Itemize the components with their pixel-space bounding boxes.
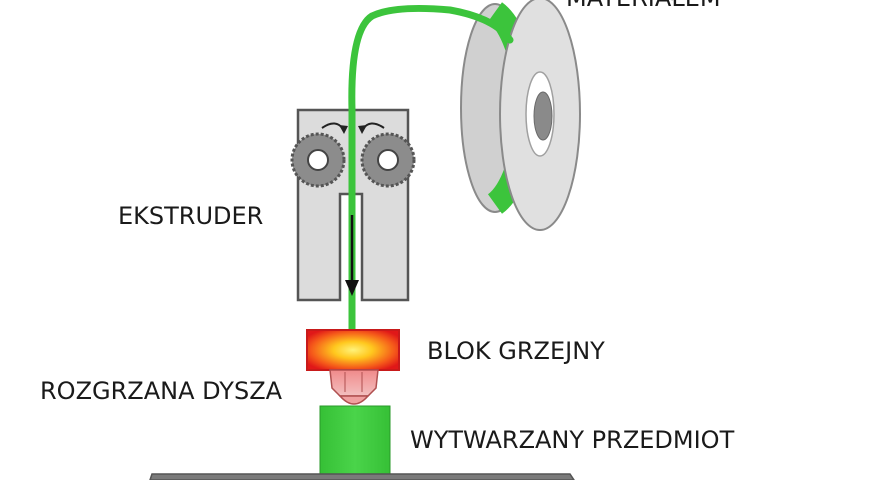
drive-gear-left-icon: [290, 132, 346, 188]
label-printed-object: WYTWARZANY PRZEDMIOT: [410, 426, 735, 454]
filament-strand: [348, 4, 514, 372]
label-hot-nozzle: ROZGRZANA DYSZA: [40, 377, 283, 405]
build-plate-icon: [149, 473, 575, 480]
filament-spool-icon: [460, 0, 581, 231]
label-material: MATERIAŁEM: [566, 0, 721, 12]
nozzle-icon: [329, 369, 379, 405]
gear-rotation-arrows: [321, 122, 385, 134]
heater-block-icon: [306, 329, 400, 371]
feed-arrow-icon: [345, 215, 359, 296]
label-heater-block: BLOK GRZEJNY: [427, 337, 605, 365]
printed-object: [319, 405, 391, 480]
drive-gear-right-icon: [360, 132, 416, 188]
label-extruder: EKSTRUDER: [118, 202, 263, 230]
